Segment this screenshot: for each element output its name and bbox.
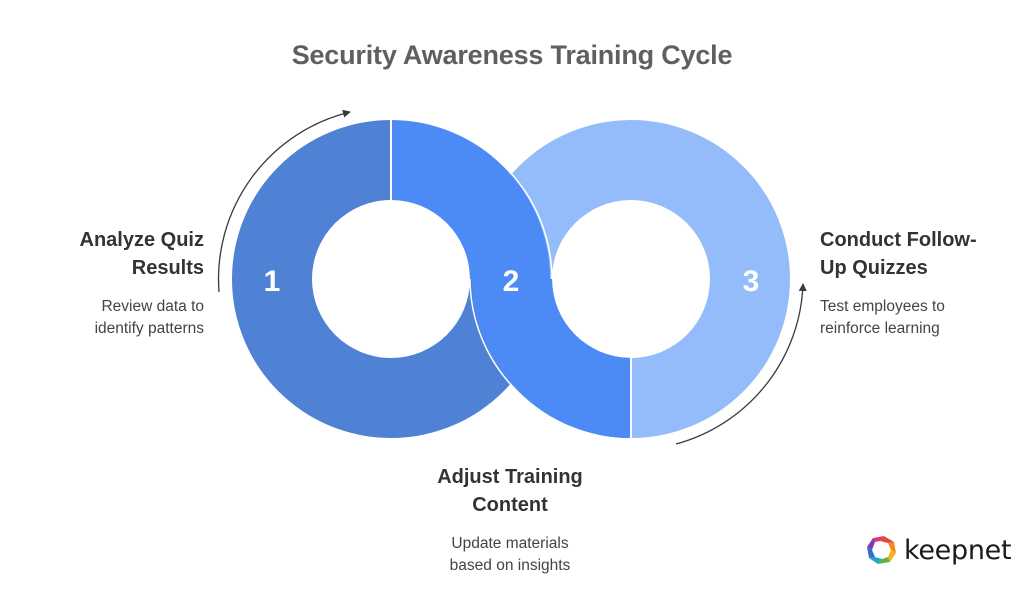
step-3-title-line1: Conduct Follow- [820, 229, 977, 251]
step-1-title: Analyze Quiz Results [30, 226, 204, 282]
step-1-label: Analyze Quiz Results Review data to iden… [30, 226, 204, 340]
step-1-description: Review data to identify patterns [30, 296, 204, 340]
crossing-edge-2 [507, 169, 553, 280]
step-2-description: Update materials based on insights [410, 533, 610, 577]
step-2-desc-line1: Update materials [451, 535, 569, 552]
crossing-edge [469, 278, 515, 389]
step-2-title-line2: Content [472, 494, 548, 516]
cycle-arrow-right-icon [675, 283, 807, 445]
step-1-number: 1 [264, 265, 281, 298]
step-3-number: 3 [743, 265, 760, 298]
cycle-arrow-left-icon [217, 109, 351, 293]
keepnet-hexagon-logo-icon [867, 536, 896, 564]
step-3-title: Conduct Follow- Up Quizzes [820, 226, 1010, 282]
step-3-label: Conduct Follow- Up Quizzes Test employee… [820, 226, 1010, 340]
step-1-title-line1: Analyze Quiz [79, 229, 204, 251]
step-3-desc-line2: reinforce learning [820, 320, 940, 337]
keepnet-logo: keepnet [864, 534, 1012, 566]
step-2-number: 2 [503, 265, 520, 298]
diagram-title: Security Awareness Training Cycle [291, 40, 733, 70]
step-3-title-line2: Up Quizzes [820, 257, 928, 279]
logo-text: keepnet [904, 534, 1012, 566]
step-2-label: Adjust Training Content Update materials… [410, 463, 610, 577]
step-3-desc-line1: Test employees to [820, 298, 945, 315]
step-1-desc-line1: Review data to [101, 298, 204, 315]
step-3-description: Test employees to reinforce learning [820, 296, 1010, 340]
step-2-desc-line2: based on insights [449, 557, 571, 574]
step-2-segment [391, 120, 631, 438]
step-2-title-line1: Adjust Training [437, 466, 583, 488]
step-1-desc-line2: identify patterns [94, 320, 204, 337]
step-1-title-line2: Results [131, 257, 204, 279]
step-2-title: Adjust Training Content [410, 463, 610, 519]
